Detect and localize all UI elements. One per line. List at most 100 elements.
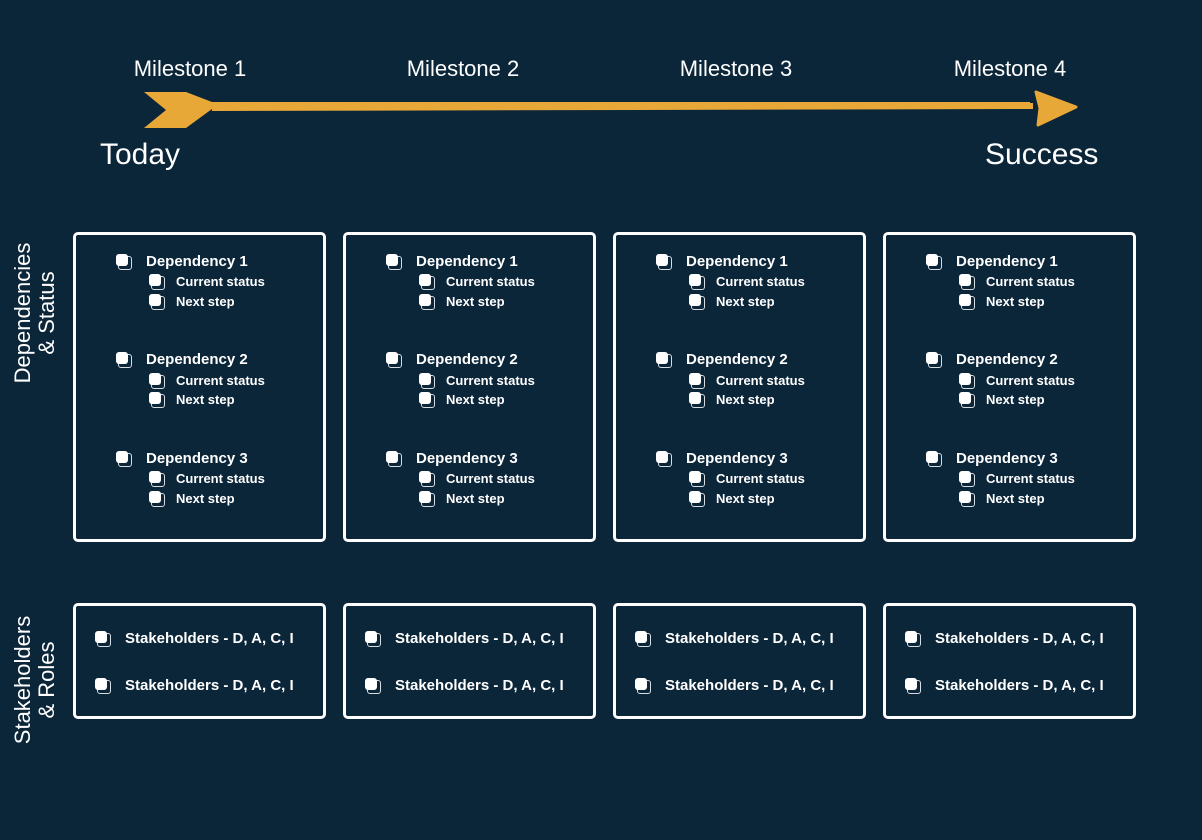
dependency-item[interactable]: Dependency 1	[116, 253, 248, 270]
status-item[interactable]: Current status	[689, 274, 805, 290]
dependency-item[interactable]: Dependency 1	[386, 253, 518, 270]
next-step-text: Next step	[986, 392, 1045, 407]
dependency-item[interactable]: Dependency 2	[386, 351, 518, 368]
dependency-item[interactable]: Dependency 2	[656, 351, 788, 368]
checkbox-icon	[419, 392, 435, 408]
next-step-item[interactable]: Next step	[149, 294, 235, 310]
status-text: Current status	[176, 274, 265, 289]
checkbox-icon	[689, 491, 705, 507]
checkbox-icon	[149, 274, 165, 290]
dependency-title: Dependency 2	[956, 351, 1058, 368]
next-step-text: Next step	[176, 491, 235, 506]
dependency-title: Dependency 3	[956, 450, 1058, 467]
stakeholder-item[interactable]: Stakeholders - D, A, C, I	[95, 630, 294, 647]
status-item[interactable]: Current status	[689, 373, 805, 389]
dependency-item[interactable]: Dependency 3	[656, 450, 788, 467]
status-item[interactable]: Current status	[419, 274, 535, 290]
next-step-text: Next step	[176, 392, 235, 407]
checkbox-icon	[959, 471, 975, 487]
milestone-2-label: Milestone 2	[406, 56, 520, 81]
stakeholder-text: Stakeholders - D, A, C, I	[665, 630, 834, 647]
dependency-item[interactable]: Dependency 1	[926, 253, 1058, 270]
dependency-item[interactable]: Dependency 3	[116, 450, 248, 467]
checkbox-icon	[95, 678, 111, 694]
dependency-title: Dependency 2	[146, 351, 248, 368]
next-step-item[interactable]: Next step	[689, 294, 775, 310]
dependency-item[interactable]: Dependency 2	[926, 351, 1058, 368]
heading-line: Stakeholders	[10, 615, 35, 745]
status-text: Current status	[716, 274, 805, 289]
dependency-item[interactable]: Dependency 3	[926, 450, 1058, 467]
dependency-title: Dependency 1	[956, 253, 1058, 270]
next-step-item[interactable]: Next step	[959, 392, 1045, 408]
next-step-text: Next step	[716, 294, 775, 309]
next-step-text: Next step	[176, 294, 235, 309]
stakeholder-item[interactable]: Stakeholders - D, A, C, I	[95, 677, 294, 694]
status-item[interactable]: Current status	[149, 373, 265, 389]
heading-line: & Status	[34, 271, 59, 355]
today-label: Today	[100, 138, 181, 171]
status-item[interactable]: Current status	[149, 274, 265, 290]
next-step-item[interactable]: Next step	[419, 491, 505, 507]
next-step-item[interactable]: Next step	[419, 294, 505, 310]
checkbox-icon	[116, 451, 132, 467]
next-step-item[interactable]: Next step	[959, 294, 1045, 310]
next-step-item[interactable]: Next step	[689, 392, 775, 408]
status-item[interactable]: Current status	[959, 274, 1075, 290]
checkbox-icon	[656, 254, 672, 270]
milestone-3-label: Milestone 3	[679, 56, 793, 81]
stakeholder-item[interactable]: Stakeholders - D, A, C, I	[905, 630, 1104, 647]
checkbox-icon	[419, 294, 435, 310]
checkbox-icon	[635, 631, 651, 647]
status-item[interactable]: Current status	[959, 471, 1075, 487]
next-step-item[interactable]: Next step	[959, 491, 1045, 507]
stakeholder-item[interactable]: Stakeholders - D, A, C, I	[635, 630, 834, 647]
checkbox-icon	[926, 451, 942, 467]
stakeholder-item[interactable]: Stakeholders - D, A, C, I	[635, 677, 834, 694]
checkbox-icon	[959, 294, 975, 310]
stakeholder-item[interactable]: Stakeholders - D, A, C, I	[365, 677, 564, 694]
status-item[interactable]: Current status	[959, 373, 1075, 389]
checkbox-icon	[689, 274, 705, 290]
dependency-title: Dependency 1	[146, 253, 248, 270]
dependency-item[interactable]: Dependency 2	[116, 351, 248, 368]
checkbox-icon	[959, 373, 975, 389]
stakeholder-text: Stakeholders - D, A, C, I	[935, 630, 1104, 647]
status-text: Current status	[716, 373, 805, 388]
next-step-item[interactable]: Next step	[149, 392, 235, 408]
dependency-item[interactable]: Dependency 1	[656, 253, 788, 270]
dependency-item[interactable]: Dependency 3	[386, 450, 518, 467]
stakeholder-item[interactable]: Stakeholders - D, A, C, I	[365, 630, 564, 647]
checkbox-icon	[365, 678, 381, 694]
next-step-text: Next step	[446, 491, 505, 506]
success-label: Success	[985, 138, 1099, 171]
next-step-text: Next step	[716, 392, 775, 407]
checkbox-icon	[149, 373, 165, 389]
checkbox-icon	[149, 294, 165, 310]
next-step-text: Next step	[446, 392, 505, 407]
next-step-item[interactable]: Next step	[689, 491, 775, 507]
status-item[interactable]: Current status	[689, 471, 805, 487]
status-item[interactable]: Current status	[419, 471, 535, 487]
checkbox-icon	[635, 678, 651, 694]
milestone-4-label: Milestone 4	[953, 56, 1067, 81]
checkbox-icon	[149, 471, 165, 487]
checkbox-icon	[149, 392, 165, 408]
next-step-item[interactable]: Next step	[419, 392, 505, 408]
checkbox-icon	[149, 491, 165, 507]
status-item[interactable]: Current status	[149, 471, 265, 487]
next-step-item[interactable]: Next step	[149, 491, 235, 507]
status-text: Current status	[446, 274, 535, 289]
stakeholder-item[interactable]: Stakeholders - D, A, C, I	[905, 677, 1104, 694]
checkbox-icon	[419, 471, 435, 487]
status-item[interactable]: Current status	[419, 373, 535, 389]
checkbox-icon	[905, 631, 921, 647]
dependency-title: Dependency 2	[686, 351, 788, 368]
stakeholder-text: Stakeholders - D, A, C, I	[935, 677, 1104, 694]
status-text: Current status	[446, 471, 535, 486]
checkbox-icon	[386, 352, 402, 368]
status-text: Current status	[986, 274, 1075, 289]
dependency-title: Dependency 3	[146, 450, 248, 467]
dependencies-status-heading: Dependencies & Status	[10, 213, 59, 413]
